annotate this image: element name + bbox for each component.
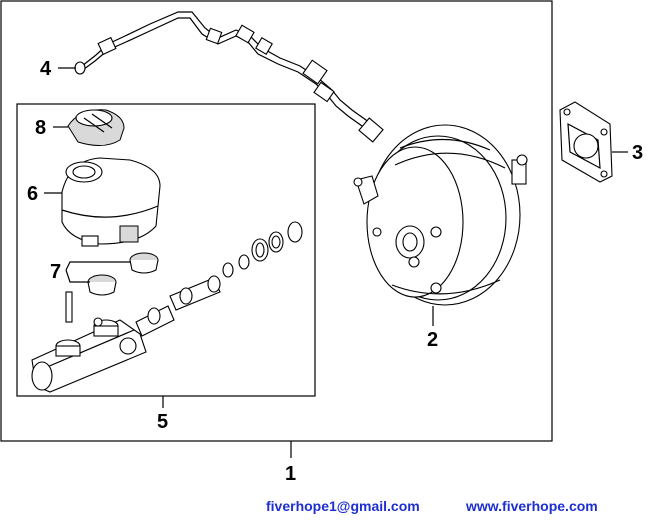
footer-website[interactable]: www.fiverhope.com (466, 498, 598, 514)
footer: fiverhope1@gmail.com www.fiverhope.com (0, 494, 668, 518)
callout-4: 4 (40, 58, 52, 80)
brake-booster (353, 124, 528, 306)
reservoir-grommets (87, 252, 159, 296)
callout-5: 5 (157, 411, 168, 433)
seal-kit (222, 221, 303, 278)
footer-email[interactable]: fiverhope1@gmail.com (266, 498, 420, 514)
callout-7: 7 (50, 261, 61, 283)
callout-2: 2 (427, 329, 438, 351)
master-cylinder-pistons (135, 275, 221, 337)
fluid-reservoir (61, 157, 161, 247)
outer-frame (0, 0, 553, 442)
leader-lines (44, 67, 628, 458)
reservoir-cap (67, 109, 125, 146)
master-cylinder-body (31, 317, 147, 393)
callout-8: 8 (35, 117, 46, 139)
vacuum-hose (74, 11, 384, 143)
callout-1: 1 (285, 463, 296, 485)
booster-gasket (559, 101, 613, 183)
inner-frame-master-cylinder (16, 103, 316, 397)
callout-3: 3 (632, 142, 643, 164)
retaining-pin (65, 291, 73, 323)
callout-6: 6 (27, 183, 38, 205)
